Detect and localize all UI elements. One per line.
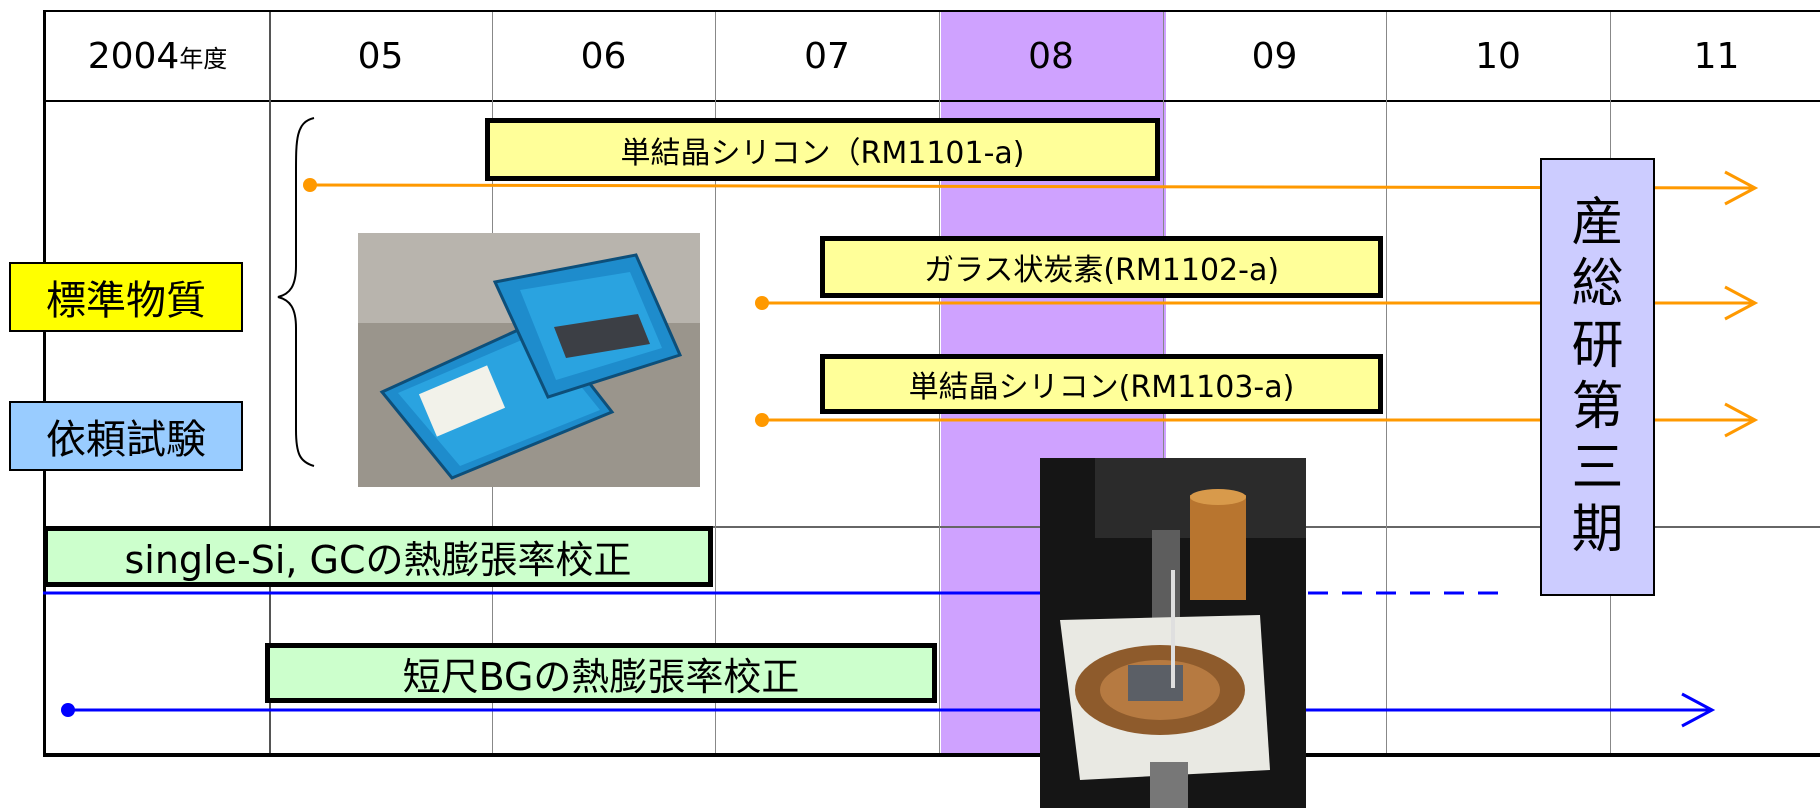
start-dot-icon xyxy=(303,178,317,192)
header-year: 11 xyxy=(1693,35,1740,77)
brace-icon xyxy=(277,117,315,467)
calibration-box-single-si: single-Si, GCの熱膨張率校正 xyxy=(43,526,713,587)
phase-char: 三 xyxy=(1571,438,1624,499)
arrow-head-icon xyxy=(1724,402,1759,438)
calibration-box-short-bg: 短尺BGの熱膨張率校正 xyxy=(265,643,937,703)
header-year: 05 xyxy=(357,35,404,77)
header-year: 08 xyxy=(1028,35,1074,77)
start-dot-icon xyxy=(755,413,769,427)
label-standard-materials: 標準物質 xyxy=(9,262,243,332)
header-year: 09 xyxy=(1251,35,1298,77)
column-divider xyxy=(715,12,716,753)
column-divider xyxy=(269,12,271,753)
header-year: 10 xyxy=(1475,35,1521,77)
phase-char: 総 xyxy=(1571,254,1624,315)
phase-box-aist-third-period: 産 総 研 第 三 期 xyxy=(1540,158,1655,596)
header-year: 06 xyxy=(580,35,627,77)
arrow-head-icon xyxy=(1681,692,1716,728)
header-year-2004-value: 2004 xyxy=(87,35,180,77)
arrow-head-icon xyxy=(1724,170,1759,206)
material-box-rm1103: 単結晶シリコン(RM1103-a) xyxy=(820,354,1383,414)
phase-char: 研 xyxy=(1571,315,1624,376)
arrow-head-icon xyxy=(1724,285,1759,321)
header-year: 07 xyxy=(804,35,850,77)
start-dot-icon xyxy=(61,703,75,717)
label-commission-tests: 依頼試験 xyxy=(9,401,243,471)
material-box-rm1102: ガラス状炭素(RM1102-a) xyxy=(820,236,1383,298)
row-divider xyxy=(46,526,1820,528)
column-divider xyxy=(1386,12,1387,753)
header-year-suffix: 年度 xyxy=(179,44,228,73)
orange-line-rm1101 xyxy=(309,183,1756,190)
phase-char: 産 xyxy=(1571,192,1624,253)
phase-char: 期 xyxy=(1571,499,1624,560)
header-divider xyxy=(46,100,1820,102)
phase-char: 第 xyxy=(1571,377,1624,437)
material-box-rm1101: 単結晶シリコン（RM1101-a) xyxy=(485,118,1160,181)
start-dot-icon xyxy=(755,296,769,310)
